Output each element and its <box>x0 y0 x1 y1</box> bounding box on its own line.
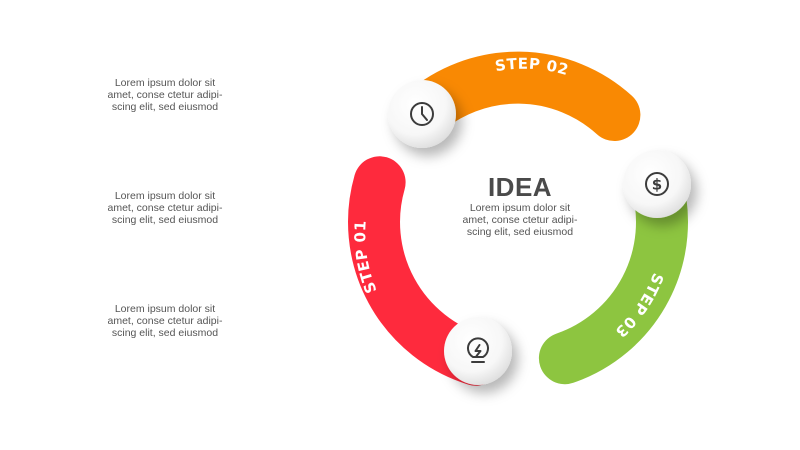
clock-icon <box>410 102 434 126</box>
side-text-1-line-2: amet, conse ctetur adipi- <box>107 89 223 101</box>
center-desc-line-3: scing elit, sed eiusmod <box>466 226 574 238</box>
side-text-1-line-1: Lorem ipsum dolor sit <box>114 77 216 89</box>
center-description: Lorem ipsum dolor sit amet, conse ctetur… <box>440 202 600 238</box>
side-text-1-line-3: scing elit, sed eiusmod <box>111 101 219 113</box>
svg-text:$: $ <box>652 176 662 194</box>
side-text-2-line-1: Lorem ipsum dolor sit <box>114 190 216 202</box>
dollar-icon: $ <box>645 172 669 196</box>
lightbulb-node[interactable] <box>444 317 512 385</box>
side-text-3-line-3: scing elit, sed eiusmod <box>111 327 219 339</box>
side-text-1: Lorem ipsum dolor sit amet, conse ctetur… <box>82 77 248 113</box>
side-text-2: Lorem ipsum dolor sit amet, conse ctetur… <box>82 190 248 226</box>
side-text-3: Lorem ipsum dolor sit amet, conse ctetur… <box>82 303 248 339</box>
clock-node[interactable] <box>388 80 456 148</box>
dollar-node[interactable]: $ <box>623 150 691 218</box>
center-desc-line-2: amet, conse ctetur adipi- <box>462 214 578 226</box>
side-text-3-line-1: Lorem ipsum dolor sit <box>114 303 216 315</box>
side-text-2-line-2: amet, conse ctetur adipi- <box>107 202 223 214</box>
center-desc-line-1: Lorem ipsum dolor sit <box>469 202 571 214</box>
lightbulb-icon <box>467 337 489 363</box>
side-text-3-line-2: amet, conse ctetur adipi- <box>107 315 223 327</box>
center-block: IDEA Lorem ipsum dolor sit amet, conse c… <box>440 172 600 238</box>
center-title: IDEA <box>487 172 553 202</box>
side-text-2-line-3: scing elit, sed eiusmod <box>111 214 219 226</box>
